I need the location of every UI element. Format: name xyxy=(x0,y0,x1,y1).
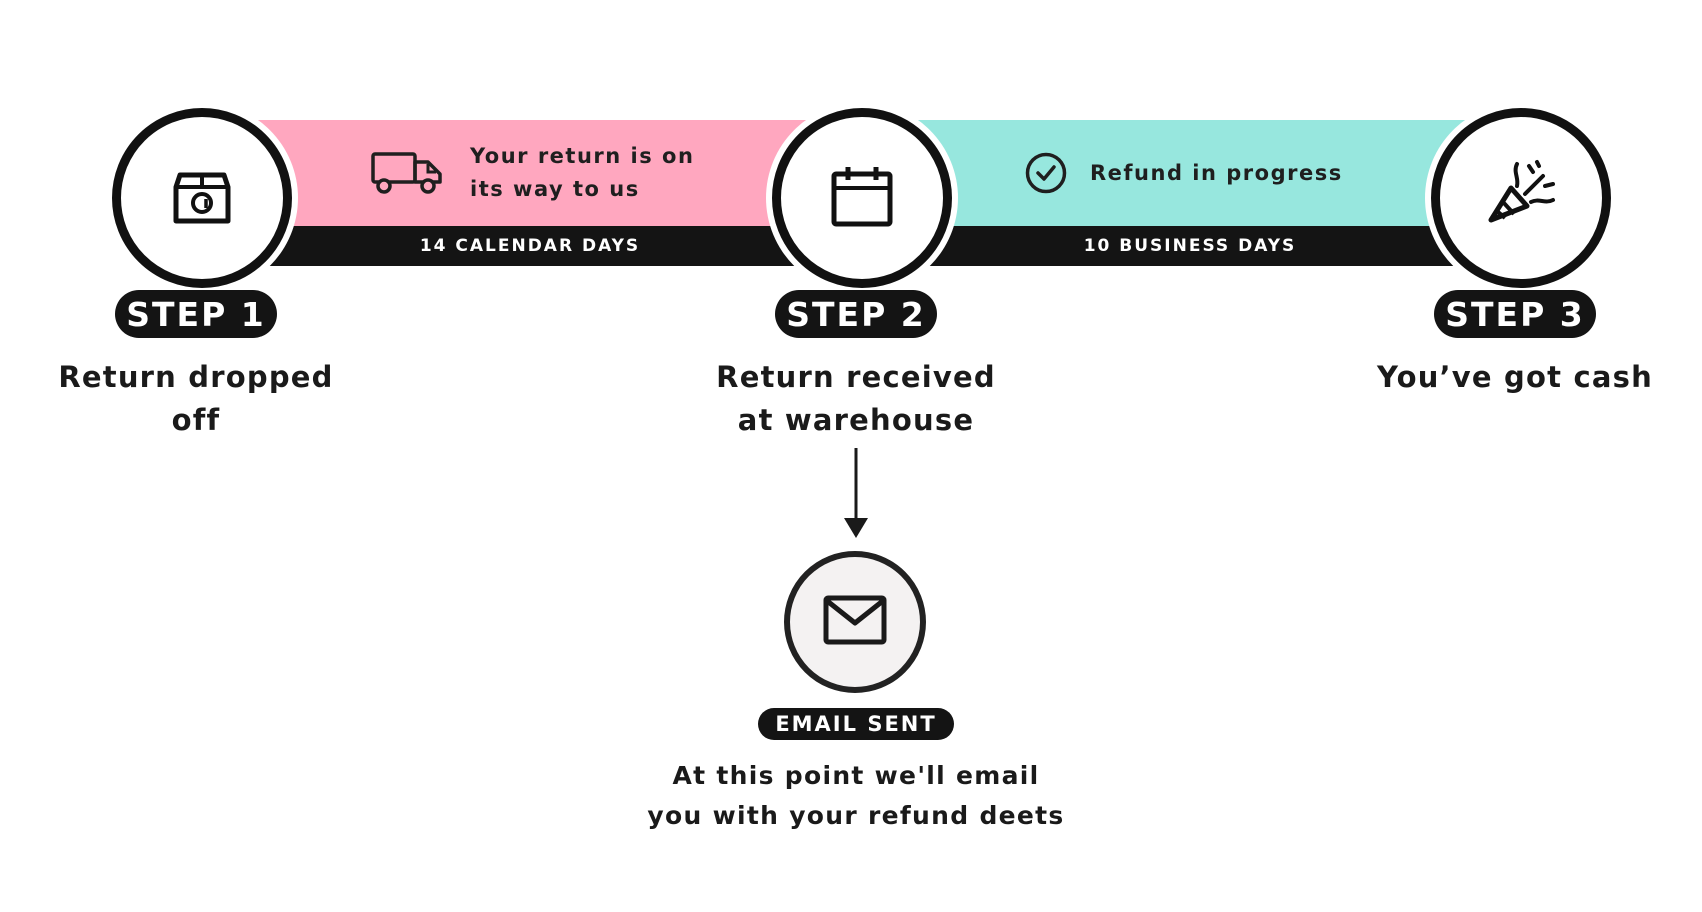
step-1-caption-line1: Return dropped xyxy=(58,360,334,394)
segment-2-text: Refund in progress xyxy=(1090,161,1343,185)
step-2-caption-line1: Return received xyxy=(716,360,996,394)
envelope-icon xyxy=(823,595,887,649)
email-caption: At this point we'll email you with your … xyxy=(600,756,1112,836)
check-circle-icon xyxy=(1024,151,1068,195)
step-2-pill: STEP 2 xyxy=(775,290,937,338)
segment-2-duration: 10 BUSINESS DAYS xyxy=(910,226,1470,266)
step-2-circle xyxy=(772,108,952,288)
email-caption-line1: At this point we'll email xyxy=(672,761,1040,790)
party-popper-icon xyxy=(1483,158,1559,238)
step-1-circle xyxy=(112,108,292,288)
segment-1-band xyxy=(250,120,810,226)
segment-2-band xyxy=(910,120,1470,226)
step-3-circle xyxy=(1431,108,1611,288)
truck-icon xyxy=(370,150,444,196)
step-3-caption: You’ve got cash xyxy=(1360,356,1670,399)
email-sent-pill: EMAIL SENT xyxy=(758,708,954,740)
email-circle xyxy=(784,551,926,693)
segment-1-text-line2: its way to us xyxy=(470,177,640,201)
email-caption-line2: you with your refund deets xyxy=(647,801,1065,830)
package-box-icon xyxy=(171,165,233,231)
step-3-pill: STEP 3 xyxy=(1434,290,1596,338)
step-2-caption-line2: at warehouse xyxy=(737,403,975,437)
step-1-caption: Return dropped off xyxy=(46,356,346,442)
segment-1-duration: 14 CALENDAR DAYS xyxy=(250,226,810,266)
step-2-caption: Return received at warehouse xyxy=(706,356,1006,442)
step-1-caption-line2: off xyxy=(171,403,221,437)
calendar-icon xyxy=(830,164,894,232)
segment-1-text: Your return is on its way to us xyxy=(470,140,730,206)
step-3-caption-line1: You’ve got cash xyxy=(1377,360,1653,394)
segment-1-text-line1: Your return is on xyxy=(470,144,695,168)
step-1-pill: STEP 1 xyxy=(115,290,277,338)
down-arrow xyxy=(841,448,871,540)
